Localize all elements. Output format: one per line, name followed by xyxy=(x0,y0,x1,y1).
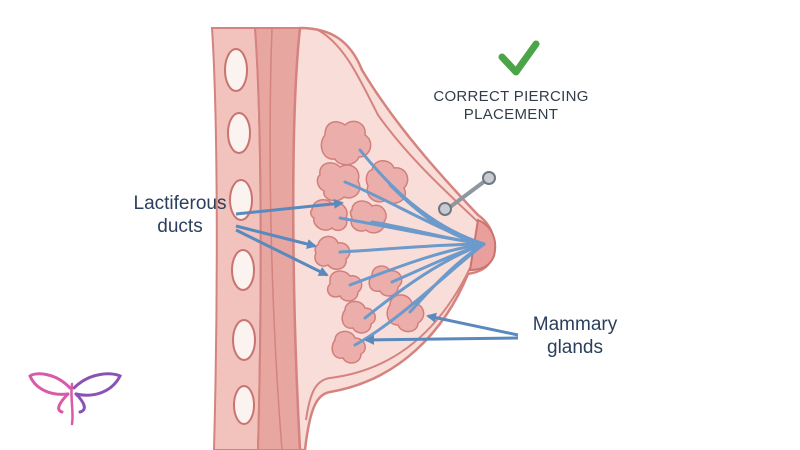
rib xyxy=(229,179,253,221)
arrow xyxy=(235,224,317,249)
lobule xyxy=(341,300,376,334)
lobule xyxy=(326,270,363,302)
ducts-label-line-1: Lactiferous xyxy=(133,193,227,214)
chest-wall xyxy=(210,27,302,450)
arrow xyxy=(364,334,519,345)
rib xyxy=(227,112,251,154)
duct xyxy=(370,220,486,246)
check-icon xyxy=(498,40,540,76)
correct-piercing-placement-label: CORRECT PIERCING PLACEMENT xyxy=(420,88,602,124)
muscle-band-line xyxy=(269,27,283,450)
barbell-piercing-icon xyxy=(438,171,496,216)
badge-line-2: PLACEMENT xyxy=(463,106,559,123)
lobule xyxy=(316,162,361,202)
duct xyxy=(338,242,486,254)
inner-tissue-line xyxy=(317,29,479,223)
glands-arrows xyxy=(364,312,519,345)
lobule xyxy=(320,120,372,166)
rib xyxy=(233,385,255,425)
lobule xyxy=(349,200,387,234)
arrow xyxy=(235,198,344,216)
arrow xyxy=(426,312,519,337)
rib xyxy=(232,319,256,361)
rib xyxy=(231,249,255,291)
ribs xyxy=(224,48,256,425)
mammary-glands-label: Mammary glands xyxy=(520,314,630,360)
lobule xyxy=(331,330,366,364)
lobule xyxy=(314,235,351,270)
lactiferous-ducts xyxy=(338,148,486,347)
duct xyxy=(363,242,486,320)
inner-tissue-line-lower xyxy=(305,267,471,421)
mammary-lobules xyxy=(309,120,425,364)
glands-label-line-2: glands xyxy=(547,336,603,358)
glands-label-line-1: Mammary xyxy=(532,314,618,335)
butterfly-logo-icon xyxy=(28,372,123,426)
lactiferous-ducts-label: Lactiferous ducts xyxy=(128,193,232,239)
badge-line-1: CORRECT PIERCING xyxy=(433,88,589,105)
rib xyxy=(224,48,248,92)
arrow xyxy=(235,228,329,277)
ducts-arrows xyxy=(235,198,344,277)
duct xyxy=(348,242,486,287)
ducts-label-line-2: ducts xyxy=(157,215,203,237)
